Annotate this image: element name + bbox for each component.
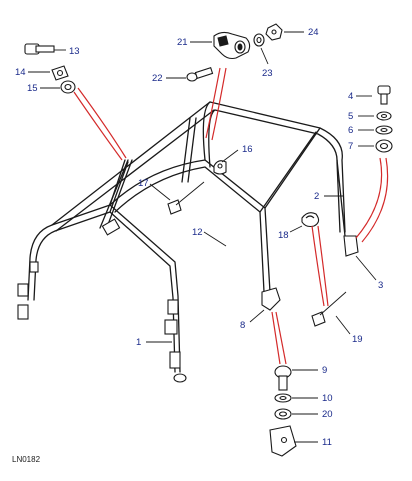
nut-7-icon (375, 139, 393, 153)
nut-20-icon (274, 408, 292, 420)
callout-5: 5 (348, 111, 353, 122)
callout-9: 9 (322, 365, 327, 376)
callout-19: 19 (352, 334, 363, 345)
bolt-13-icon (24, 43, 55, 55)
callout-22: 22 (152, 73, 163, 84)
callout-6: 6 (348, 125, 353, 136)
nut-24-icon (265, 23, 283, 41)
callout-labels: 13 14 15 21 22 23 24 16 17 4 5 6 7 2 3 1… (15, 27, 383, 448)
callout-20: 20 (322, 409, 333, 420)
callout-18: 18 (278, 230, 289, 241)
clip-18-icon (301, 212, 320, 228)
pin-19-icon (311, 291, 347, 327)
callout-14: 14 (15, 67, 26, 78)
washer-6-icon (375, 125, 393, 135)
nut-15-icon (60, 80, 76, 94)
callout-16: 16 (242, 144, 253, 155)
callout-23: 23 (262, 68, 273, 79)
callout-12: 12 (192, 227, 203, 238)
bolt-9-icon (274, 365, 292, 391)
bolt-22-icon (186, 66, 214, 82)
callout-7: 7 (348, 141, 353, 152)
callout-2: 2 (314, 191, 319, 202)
bolt-4-icon (377, 85, 391, 105)
leader-lines (28, 31, 377, 443)
callout-21: 21 (177, 37, 188, 48)
assembly-lines (73, 67, 389, 365)
shackle-16-icon (213, 160, 227, 175)
roll-cage-frame (17, 101, 359, 383)
washer-10-icon (274, 393, 292, 403)
callout-24: 24 (308, 27, 319, 38)
callout-4: 4 (348, 91, 353, 102)
callout-8: 8 (240, 320, 245, 331)
washer-23-icon (253, 33, 265, 47)
callout-15: 15 (27, 83, 38, 94)
callout-17: 17 (138, 178, 149, 189)
bracket-11-icon (269, 425, 297, 457)
washer-14-icon (51, 65, 69, 81)
washer-5-icon (376, 111, 392, 121)
drawing-reference: LN0182 (12, 455, 41, 464)
clamp-21-icon (213, 31, 251, 60)
pin-17-icon (167, 181, 205, 215)
callout-13: 13 (69, 46, 80, 57)
callout-11: 11 (322, 437, 332, 448)
callout-1: 1 (136, 337, 141, 348)
callout-10: 10 (322, 393, 333, 404)
callout-3: 3 (378, 280, 383, 291)
